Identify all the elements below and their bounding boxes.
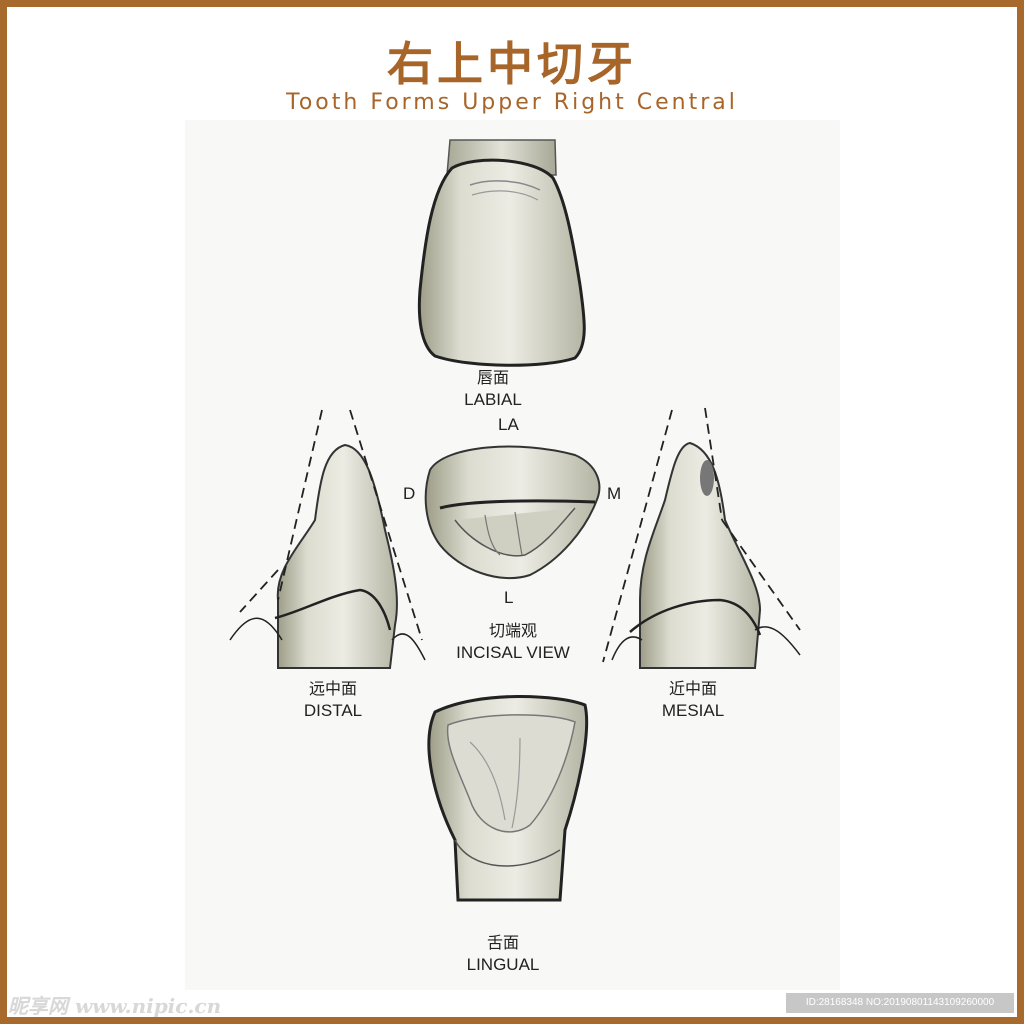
label-labial: 唇面 LABIAL — [433, 367, 553, 411]
title-chinese: 右上中切牙 — [387, 37, 637, 91]
labial-tooth — [417, 139, 586, 367]
label-mesial-cn: 近中面 — [668, 679, 717, 698]
label-lingual-cn: 舌面 — [486, 933, 519, 952]
watermark-id: ID:28168348 NO:20190801143109260000 — [786, 993, 1014, 1013]
incisal-tooth — [424, 445, 601, 580]
lingual-tooth — [427, 695, 589, 902]
label-lingual-en: LINGUAL — [466, 955, 540, 974]
label-incisal: 切端观 INCISAL VIEW — [433, 620, 593, 664]
label-mesial-en: MESIAL — [661, 701, 725, 720]
label-incisal-cn: 切端观 — [488, 621, 537, 640]
label-distal-en: DISTAL — [303, 701, 363, 720]
direction-mesial: M — [607, 484, 622, 503]
direction-distal: D — [403, 484, 416, 503]
label-lingual: 舌面 LINGUAL — [443, 932, 563, 976]
label-distal: 远中面 DISTAL — [273, 678, 393, 722]
label-incisal-en: INCISAL VIEW — [456, 643, 570, 662]
label-distal-cn: 远中面 — [308, 679, 357, 698]
watermark-logo: 昵享网 www.nipic.cn — [8, 994, 222, 1018]
title-english: Tooth Forms Upper Right Central — [286, 90, 738, 115]
label-mesial: 近中面 MESIAL — [633, 678, 753, 722]
direction-lingual: L — [504, 588, 514, 607]
distal-tooth — [229, 409, 426, 669]
label-labial-cn: 唇面 — [476, 368, 509, 387]
direction-labial: LA — [498, 415, 519, 434]
mesial-tooth — [602, 407, 801, 669]
label-labial-en: LABIAL — [464, 390, 522, 409]
